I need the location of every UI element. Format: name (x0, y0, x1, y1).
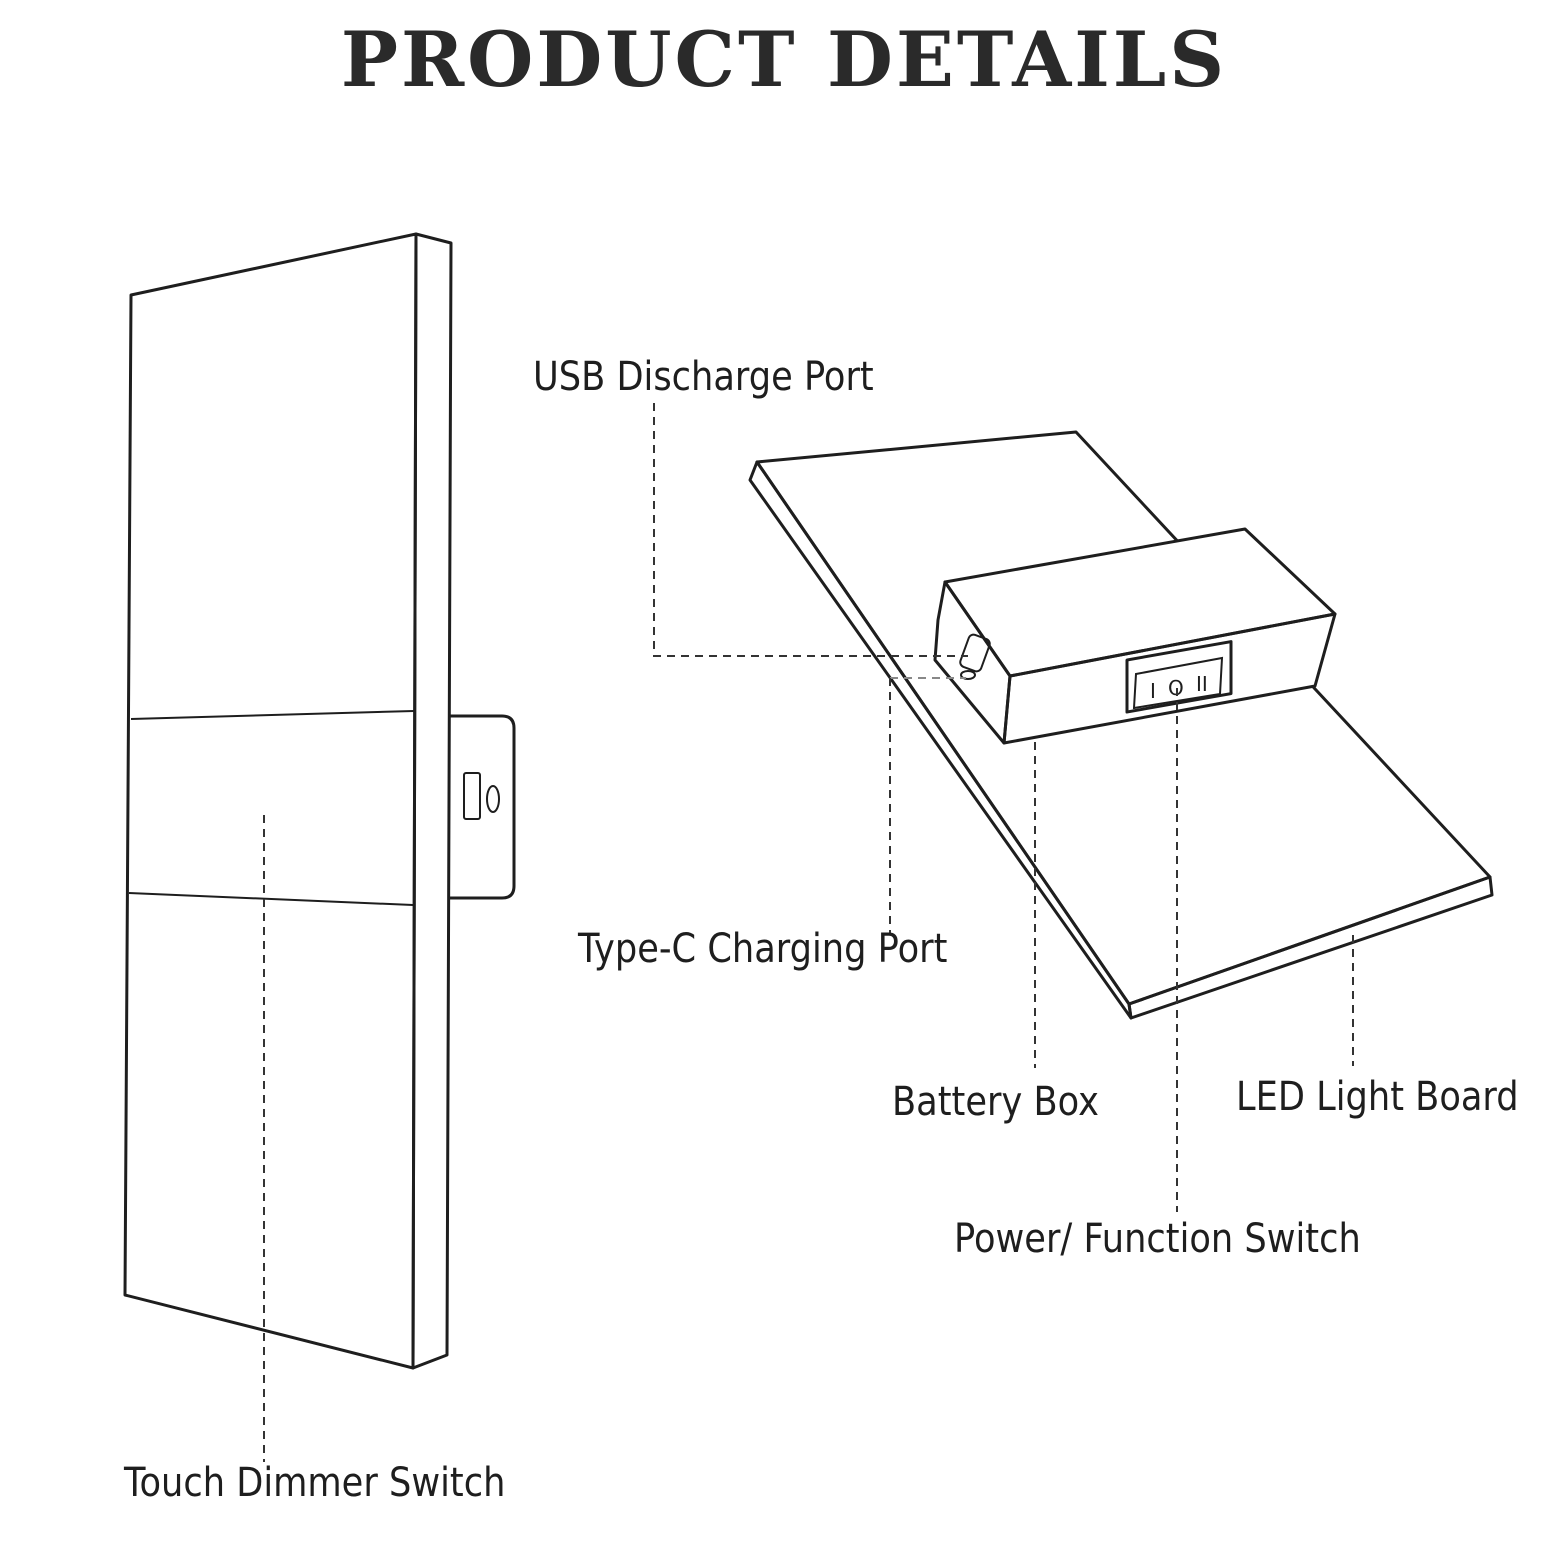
side-battery-clip (449, 714, 516, 900)
touch-strip-bottom-line (128, 892, 414, 906)
usb-discharge-leader (653, 403, 968, 657)
side-port-rect (463, 772, 481, 820)
label-usb-discharge-port: USB Discharge Port (533, 354, 874, 400)
rocker-switch-face (1132, 656, 1224, 710)
battery-box-left-end (933, 580, 1012, 745)
usb-port (959, 633, 991, 673)
page-title: PRODUCT DETAILS (340, 15, 1228, 104)
label-power-function-switch: Power/ Function Switch (954, 1216, 1361, 1262)
led-board-assembly: I O II (653, 403, 1494, 1212)
label-led-light-board: LED Light Board (1236, 1074, 1519, 1120)
touch-strip-top-line (130, 710, 415, 720)
switch-symbol-o: O (1168, 676, 1184, 700)
label-type-c-charging-port: Type-C Charging Port (578, 926, 948, 972)
switch-symbol-i: I (1150, 679, 1156, 703)
panel-front-face (123, 232, 418, 1370)
label-touch-dimmer-switch: Touch Dimmer Switch (124, 1460, 506, 1506)
type-c-port (960, 670, 976, 680)
led-board-front-edge (1127, 875, 1494, 1020)
switch-symbol-ii: II (1196, 672, 1208, 696)
label-battery-box: Battery Box (892, 1079, 1099, 1125)
led-board-left-edge (748, 460, 1133, 1020)
side-port-oval (486, 785, 500, 813)
vertical-panel (123, 232, 516, 1462)
rocker-switch-frame (1125, 640, 1233, 714)
panel-side-edge (411, 232, 453, 1370)
